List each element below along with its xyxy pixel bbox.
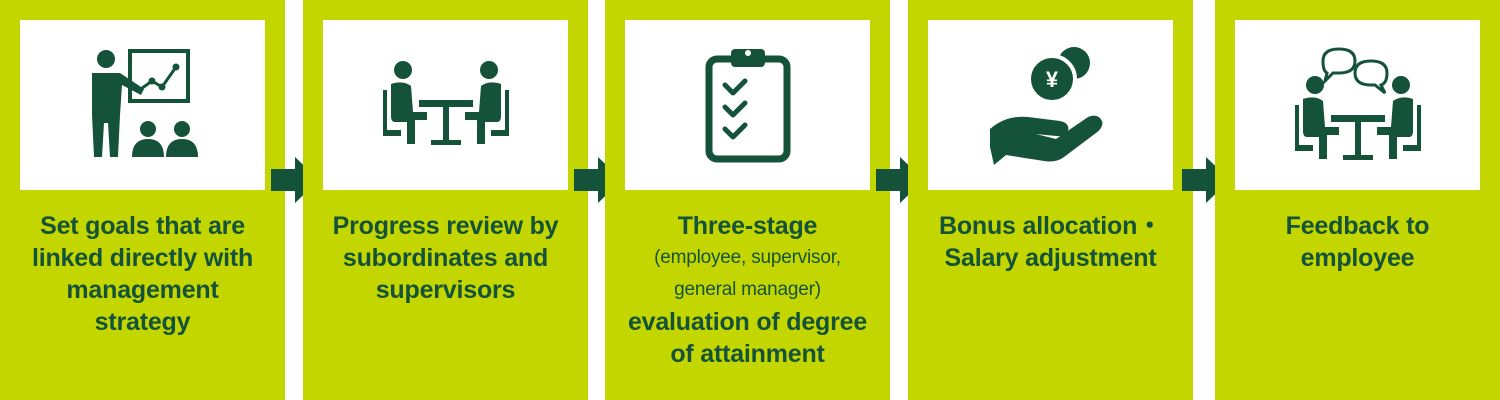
conversation-icon [1294,47,1421,160]
step-icon-box-5 [1235,20,1480,190]
step-label-5: Feedback to employee [1285,212,1430,272]
step-panel-5: Feedback to employee [1215,0,1500,400]
presentation-icon [91,49,198,157]
step-icon-box-3 [625,20,870,190]
step-label-4-line2: Salary adjustment [944,244,1157,272]
step-label-2: Progress review by subordinates and supe… [332,212,559,304]
step-panel-4: ¥ Bonus allocation・ Salary adjustment [908,0,1193,400]
yen-coin-hand-icon: ¥ [989,47,1102,165]
step-icon-box-4: ¥ [928,20,1173,190]
checklist-clipboard-icon [705,49,790,163]
svg-text:¥: ¥ [1045,67,1058,92]
step-panel-1: Set goals that are linked directly with … [0,0,285,400]
step-label-3-main: Three-stage [677,212,818,240]
step-panel-2: Progress review by subordinates and supe… [303,0,588,400]
step-label-3-sub: (employee, supervisor, general manager) [654,247,841,300]
step-icon-box-2 [323,20,568,190]
step-panel-3: Three-stage (employee, supervisor, gener… [605,0,890,400]
step-label-3: Three-stage (employee, supervisor, gener… [605,210,890,370]
step-label-1: Set goals that are linked directly with … [31,212,254,336]
meeting-icon [382,61,509,145]
step-label-4-line1: Bonus allocation・ [938,212,1162,240]
step-icon-box-1 [20,20,265,190]
step-label-4: Bonus allocation・ Salary adjustment [908,210,1193,274]
step-label-3-end: evaluation of degree of attainment [627,308,868,368]
